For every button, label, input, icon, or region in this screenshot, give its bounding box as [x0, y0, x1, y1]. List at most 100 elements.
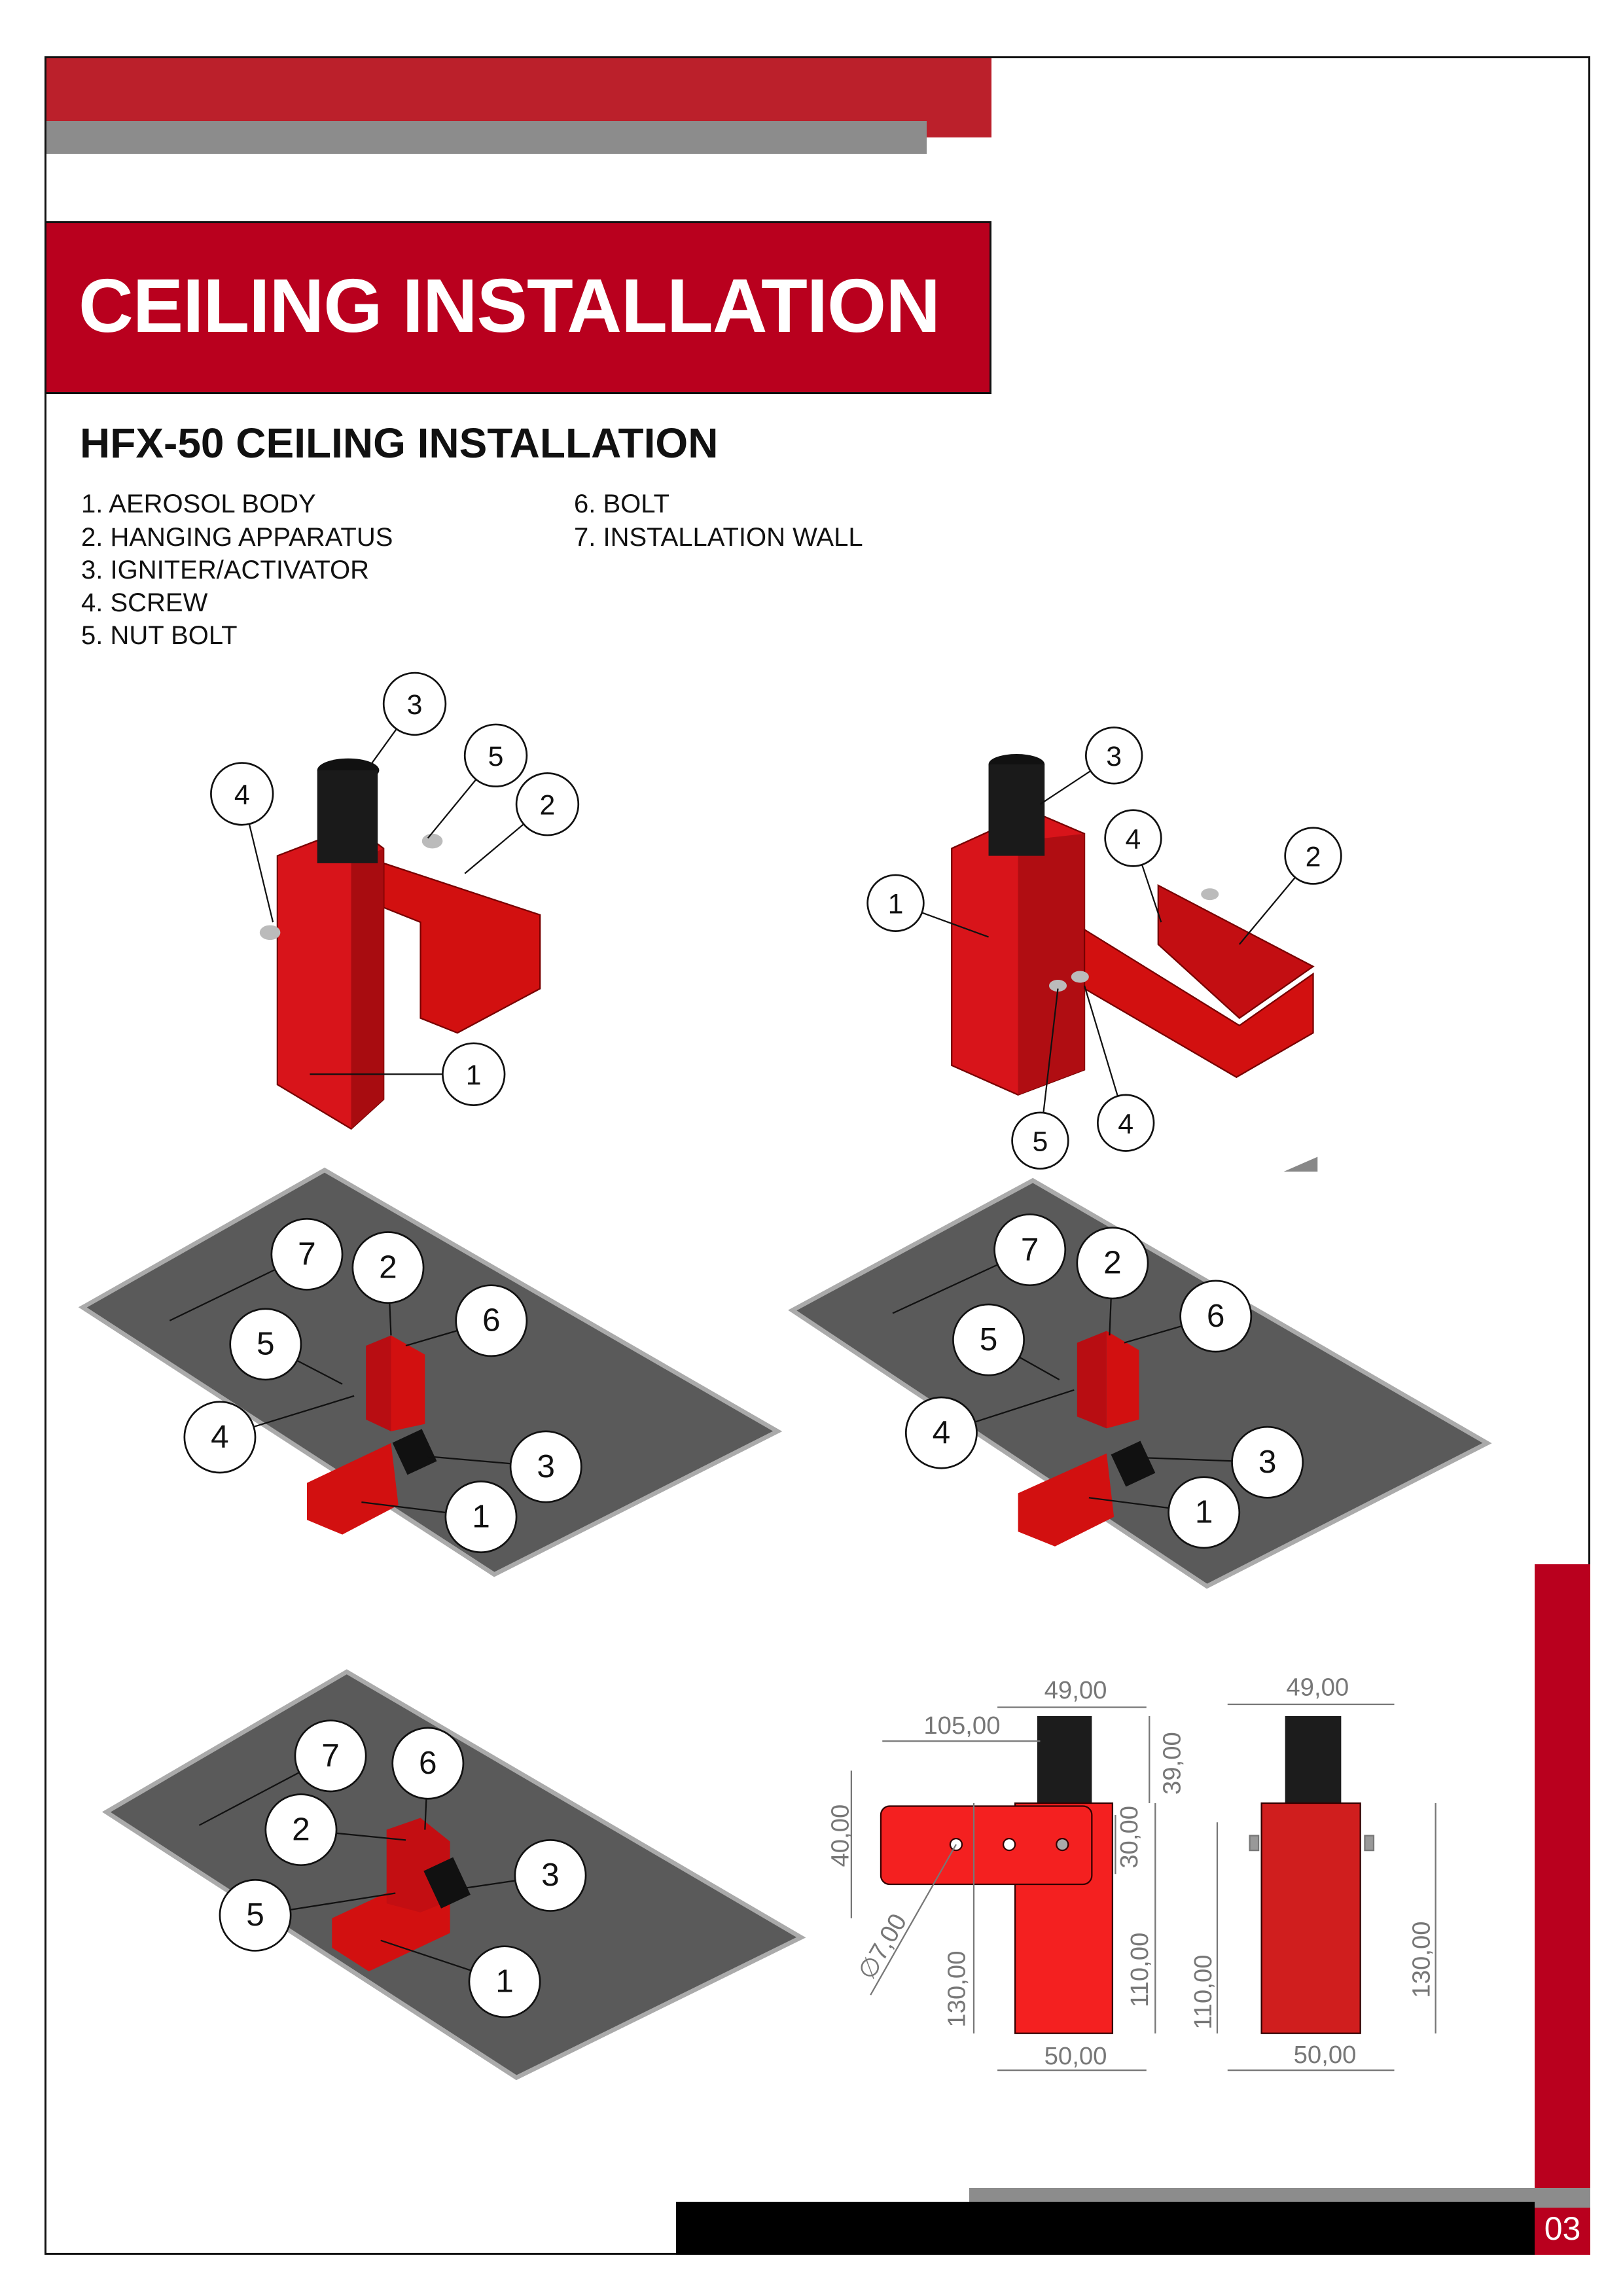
- footer-black-bar: [676, 2202, 1535, 2255]
- callout-exploded-back: 5: [1011, 988, 1069, 1170]
- callout-number: 4: [234, 780, 250, 811]
- callout-number: 7: [1021, 1230, 1039, 1267]
- callout-circle: [391, 1727, 465, 1800]
- dim-label: 130,00: [1408, 1921, 1436, 1998]
- callout-number: 5: [980, 1321, 998, 1357]
- leader-line: [974, 1389, 1075, 1423]
- dim-label: 39,00: [1158, 1732, 1186, 1795]
- callout-plate-view-2: 7: [892, 1213, 1067, 1314]
- dim-label: 49,00: [1286, 1673, 1349, 1701]
- leader-line: [253, 1395, 355, 1428]
- callout-circle: [1097, 1094, 1155, 1152]
- callout-plate-view-1: 4: [183, 1395, 355, 1474]
- callout-exploded-back: 3: [1039, 726, 1143, 805]
- callout-number: 1: [888, 889, 904, 920]
- callout-number: 6: [1207, 1297, 1225, 1334]
- page-title: CEILING INSTALLATION: [79, 263, 940, 348]
- callout-number: 5: [488, 741, 504, 772]
- dimension-drawing-front: [1216, 1703, 1436, 2072]
- callout-number: 3: [1258, 1443, 1277, 1480]
- callout-number: 1: [1195, 1494, 1213, 1530]
- leader-line: [1084, 985, 1118, 1096]
- callout-plate-view-3: 7: [198, 1719, 367, 1826]
- exploded-back-view: [951, 754, 1318, 1172]
- callout-plate-view-2: 4: [904, 1389, 1075, 1469]
- parts-list-item: 2. HANGING APPARATUS: [81, 523, 393, 552]
- leader-line: [389, 1302, 392, 1336]
- callout-circle: [1011, 1111, 1069, 1170]
- callout-number: 2: [1103, 1244, 1122, 1281]
- callout-number: 3: [1106, 741, 1122, 772]
- dim-label: 49,00: [1044, 1676, 1107, 1704]
- dim-label: 30,00: [1115, 1806, 1143, 1869]
- callout-number: 3: [537, 1448, 555, 1484]
- dim-label: ∅7,00: [853, 1909, 912, 1984]
- callout-circle: [455, 1284, 528, 1357]
- callout-circle: [1104, 809, 1162, 867]
- parts-list-item: 5. NUT BOLT: [81, 621, 238, 650]
- callout-circle: [509, 1430, 582, 1503]
- callout-circle: [515, 772, 580, 836]
- dim-label: 50,00: [1294, 2041, 1357, 2069]
- callout-plate-view-1: 7: [169, 1217, 344, 1321]
- callout-circle: [904, 1396, 978, 1469]
- leader-line: [1124, 1325, 1183, 1344]
- callout-circle: [463, 723, 528, 788]
- callout-number: 7: [321, 1737, 340, 1774]
- leader-line: [460, 1880, 516, 1890]
- callout-circle: [264, 1793, 338, 1867]
- callout-number: 4: [1126, 823, 1141, 855]
- callout-exploded-back: 4: [1084, 985, 1155, 1152]
- callout-number: 1: [472, 1498, 490, 1534]
- callout-circle: [442, 1042, 506, 1106]
- leader-line: [198, 1772, 300, 1826]
- callout-exploded-back: 4: [1104, 809, 1162, 923]
- callout-plate-view-3: 2: [264, 1793, 406, 1867]
- leader-line: [1088, 1497, 1169, 1509]
- callout-plate-view-1: 6: [405, 1284, 528, 1357]
- exploded-front-view: [259, 758, 541, 1130]
- section-title: HFX-50 CEILING INSTALLATION: [80, 420, 719, 467]
- leader-line: [1238, 876, 1296, 945]
- callout-number: 7: [298, 1235, 316, 1272]
- leader-line: [405, 1329, 458, 1347]
- leader-line: [1019, 1356, 1060, 1380]
- side-red-bar: [1535, 1564, 1590, 2255]
- callout-circle: [382, 672, 447, 736]
- callout-circle: [351, 1231, 425, 1304]
- leader-line: [361, 1501, 446, 1514]
- callout-circle: [514, 1839, 587, 1912]
- dim-label: 50,00: [1044, 2042, 1107, 2070]
- callout-plate-view-3: 6: [391, 1727, 465, 1830]
- leader-line: [368, 728, 397, 768]
- callout-circle: [219, 1878, 292, 1952]
- callout-exploded-front: 2: [464, 772, 580, 874]
- callout-circle: [1231, 1426, 1304, 1499]
- callout-number: 2: [1306, 841, 1321, 872]
- plate-view-3: [101, 1669, 806, 2081]
- callout-circle: [866, 874, 925, 932]
- dim-label: 130,00: [942, 1950, 971, 2027]
- callout-circle: [993, 1213, 1067, 1287]
- leader-line: [464, 823, 524, 874]
- callout-plate-view-1: 5: [229, 1308, 343, 1385]
- callout-plate-view-2: 3: [1147, 1426, 1304, 1499]
- callout-circle: [270, 1217, 344, 1291]
- leader-line: [892, 1264, 999, 1314]
- callout-number: 2: [292, 1810, 310, 1847]
- callout-number: 3: [541, 1856, 560, 1893]
- leader-line: [427, 1456, 511, 1465]
- callout-number: 3: [407, 689, 423, 721]
- callout-exploded-back: 2: [1238, 827, 1342, 945]
- leader-line: [1039, 770, 1092, 805]
- parts-list-item: 3. IGNITER/ACTIVATOR: [81, 556, 370, 584]
- callout-number: 6: [482, 1302, 501, 1338]
- callout-circle: [294, 1719, 367, 1793]
- callout-circle: [1076, 1227, 1149, 1300]
- leader-line: [290, 1892, 396, 1911]
- callout-number: 5: [257, 1325, 275, 1362]
- callout-plate-view-2: 6: [1124, 1280, 1253, 1353]
- callout-number: 6: [419, 1744, 437, 1781]
